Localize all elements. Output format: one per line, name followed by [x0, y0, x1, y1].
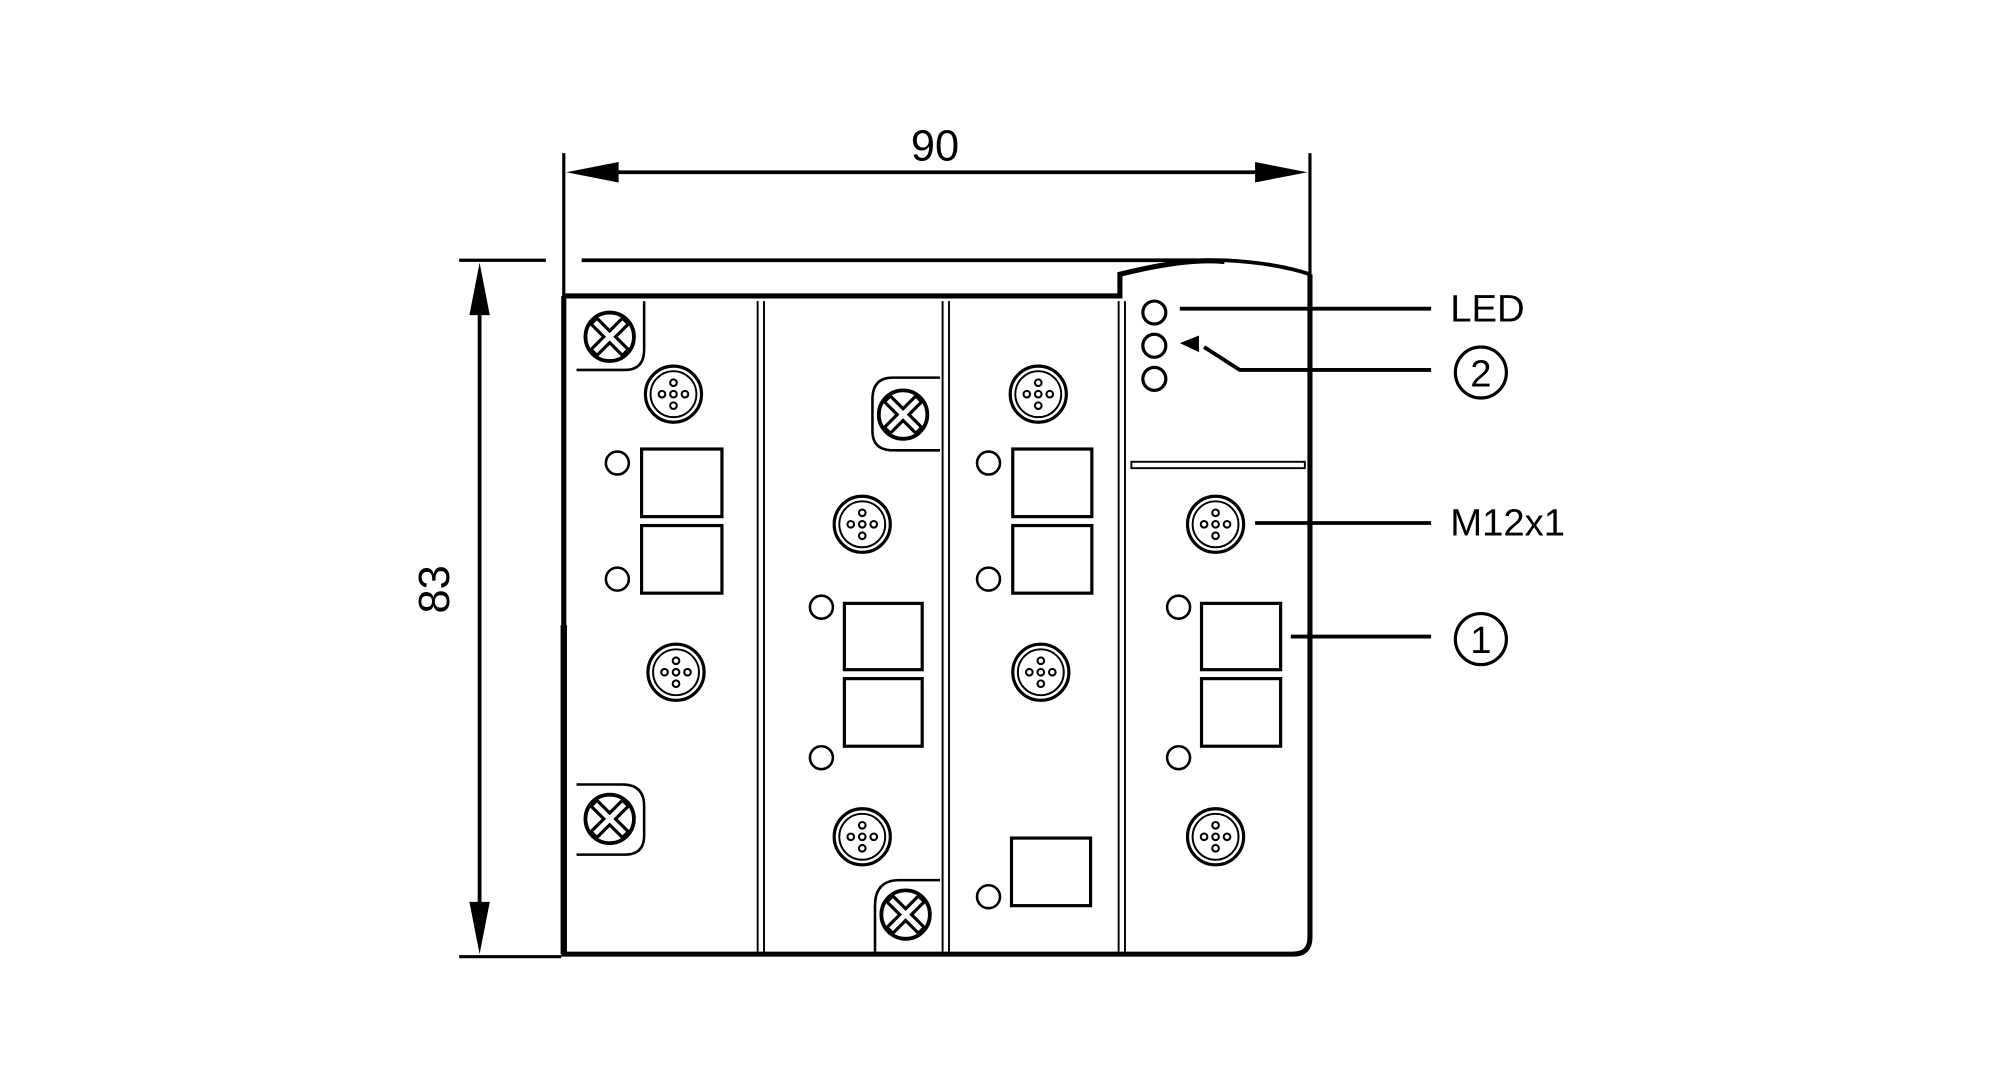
callout-m12-label: M12x1	[1450, 502, 1565, 545]
width-dimension: 90	[562, 123, 1312, 296]
led-indicator	[1165, 594, 1192, 620]
housing	[560, 258, 1313, 957]
module-3	[975, 364, 1094, 910]
divider-bar	[1130, 460, 1306, 470]
callouts: LED 2 M12x1 1	[1179, 287, 1565, 667]
callout-2-label: 2	[1470, 353, 1491, 396]
screw-icon	[585, 313, 633, 361]
m12-connector-icon	[643, 364, 704, 424]
m12-connector-icon	[832, 494, 892, 554]
screw-icon	[881, 890, 929, 938]
m12-connector-icon	[1185, 807, 1246, 867]
led-indicator	[1141, 332, 1168, 359]
screw-icon	[585, 795, 633, 843]
m12-connector-icon	[832, 807, 892, 867]
arrow-left-icon	[566, 162, 619, 183]
label-field	[639, 447, 724, 519]
led-indicator	[604, 450, 631, 476]
led-indicator	[975, 450, 1002, 476]
callout-2-circle	[1453, 345, 1508, 400]
module-1	[576, 301, 724, 856]
arrow-right-icon	[1255, 162, 1308, 183]
module-2	[808, 376, 941, 952]
label-field	[1199, 677, 1283, 748]
label-field	[1009, 836, 1093, 908]
arrow-icon	[1179, 335, 1199, 353]
width-label: 90	[911, 123, 959, 171]
callout-1-label: 1	[1470, 619, 1491, 662]
led-indicator	[975, 883, 1002, 910]
arrow-down-icon	[469, 901, 490, 955]
callout-led-label: LED	[1450, 287, 1524, 330]
m12-connector-icon	[1185, 494, 1246, 554]
led-indicator	[1165, 744, 1192, 771]
height-label: 83	[411, 565, 459, 613]
led-indicator	[1141, 365, 1168, 392]
m12-connector-icon	[646, 642, 706, 702]
screw-icon	[879, 390, 927, 438]
led-indicator	[808, 594, 835, 620]
leader-line-2	[1203, 345, 1432, 372]
label-field	[1011, 447, 1094, 519]
label-field	[639, 523, 724, 595]
led-indicator	[975, 566, 1002, 592]
module-4	[1141, 299, 1283, 867]
led-indicator	[604, 566, 631, 592]
arrow-up-icon	[469, 262, 490, 316]
led-indicator	[808, 744, 835, 771]
m12-connector-icon	[1011, 642, 1071, 702]
label-field	[842, 601, 924, 672]
height-dimension: 83	[411, 258, 562, 959]
label-field	[842, 677, 924, 748]
m12-connector-icon	[1008, 364, 1068, 424]
label-field	[1199, 601, 1283, 672]
callout-1-circle	[1453, 611, 1508, 667]
label-field	[1011, 523, 1094, 595]
led-indicator	[1141, 299, 1168, 326]
